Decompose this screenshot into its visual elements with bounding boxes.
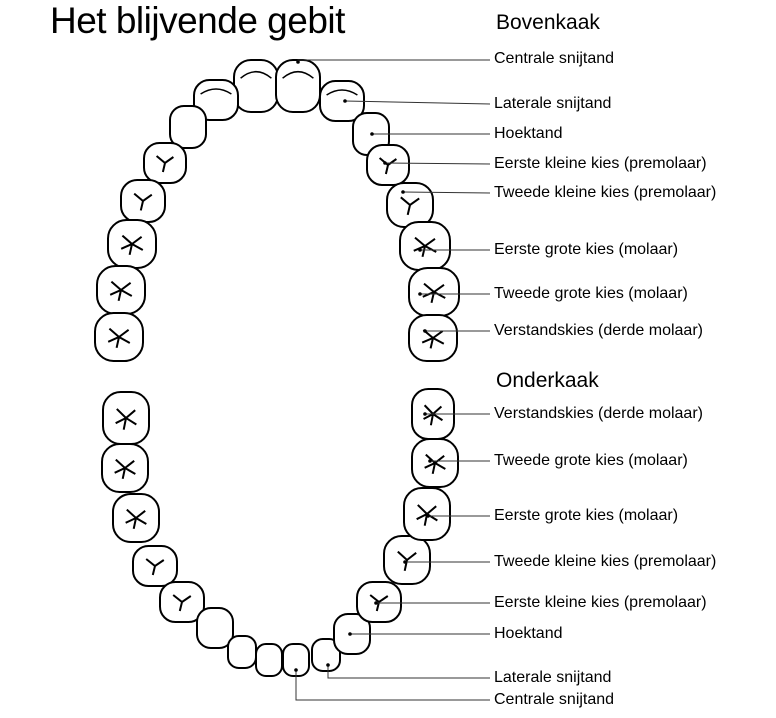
incisor-edge bbox=[326, 89, 358, 96]
incisor-edge bbox=[200, 88, 232, 95]
fissure bbox=[421, 329, 445, 349]
upper-label-first-molar: Eerste grote kies (molaar) bbox=[494, 241, 679, 258]
fissure bbox=[109, 280, 133, 302]
lower-label-canine: Hoektand bbox=[494, 625, 563, 642]
tooth bbox=[255, 643, 283, 677]
upper-label-canine: Hoektand bbox=[494, 125, 563, 142]
upper-label-third-molar: Verstandskies (derde molaar) bbox=[494, 322, 703, 339]
lower-label-first-molar: Eerste grote kies (molaar) bbox=[494, 507, 679, 524]
leader-line bbox=[344, 100, 491, 105]
tooth bbox=[196, 607, 234, 649]
leader-dot bbox=[294, 668, 298, 672]
upper-label-second-molar: Tweede grote kies (molaar) bbox=[494, 285, 688, 302]
leader-line bbox=[327, 665, 490, 679]
fissure bbox=[114, 458, 136, 480]
leader-dot bbox=[418, 248, 422, 252]
incisor-edge bbox=[240, 70, 272, 79]
lower-label-second-premolar: Tweede kleine kies (premolaar) bbox=[494, 553, 717, 570]
incisor-edge bbox=[282, 70, 314, 79]
leader-dot bbox=[370, 132, 374, 136]
leader-dot bbox=[423, 412, 427, 416]
tooth bbox=[227, 635, 257, 669]
fissure bbox=[133, 192, 153, 211]
leader-dot bbox=[426, 514, 430, 518]
upper-label-central-incisor: Centrale snijtand bbox=[494, 50, 615, 67]
fissure bbox=[125, 508, 147, 530]
lower-label-central-incisor: Centrale snijtand bbox=[494, 691, 615, 708]
leader-dot bbox=[423, 329, 427, 333]
upper-label-first-premolar: Eerste kleine kies (premolaar) bbox=[494, 155, 707, 172]
leader-dot bbox=[403, 560, 407, 564]
lower-label-lateral-incisor: Laterale snijtand bbox=[494, 669, 612, 686]
leader-dot bbox=[296, 60, 300, 64]
leader-line bbox=[297, 59, 490, 62]
upper-label-second-premolar: Tweede kleine kies (premolaar) bbox=[494, 184, 717, 201]
lower-label-second-molar: Tweede grote kies (molaar) bbox=[494, 452, 688, 469]
fissure bbox=[107, 327, 131, 349]
fissure bbox=[172, 594, 192, 612]
fissure bbox=[145, 558, 165, 576]
fissure bbox=[155, 155, 174, 173]
lower-label-first-premolar: Eerste kleine kies (premolaar) bbox=[494, 594, 707, 611]
tooth bbox=[193, 79, 239, 121]
tooth bbox=[169, 105, 207, 149]
leader-line bbox=[384, 162, 491, 165]
fissure bbox=[120, 234, 144, 256]
leader-dot bbox=[343, 99, 347, 103]
upper-jaw-heading: Bovenkaak bbox=[496, 11, 600, 34]
fissure bbox=[115, 408, 137, 430]
tooth bbox=[275, 59, 321, 113]
tooth bbox=[233, 59, 279, 113]
leader-dot bbox=[374, 601, 378, 605]
leader-dot bbox=[383, 161, 387, 165]
lower-jaw-heading: Onderkaak bbox=[496, 369, 599, 392]
leader-dot bbox=[401, 190, 405, 194]
leader-dot bbox=[326, 663, 330, 667]
leader-dot bbox=[348, 632, 352, 636]
lower-label-third-molar: Verstandskies (derde molaar) bbox=[494, 405, 703, 422]
fissure bbox=[424, 453, 446, 475]
leader-dot bbox=[418, 292, 422, 296]
leader-line bbox=[402, 191, 491, 194]
upper-label-lateral-incisor: Laterale snijtand bbox=[494, 95, 612, 112]
fissure bbox=[400, 196, 420, 216]
leader-line bbox=[295, 670, 490, 701]
fissure bbox=[378, 157, 397, 175]
leader-dot bbox=[428, 459, 432, 463]
diagram-title: Het blijvende gebit bbox=[50, 0, 345, 41]
tooth bbox=[311, 638, 341, 672]
